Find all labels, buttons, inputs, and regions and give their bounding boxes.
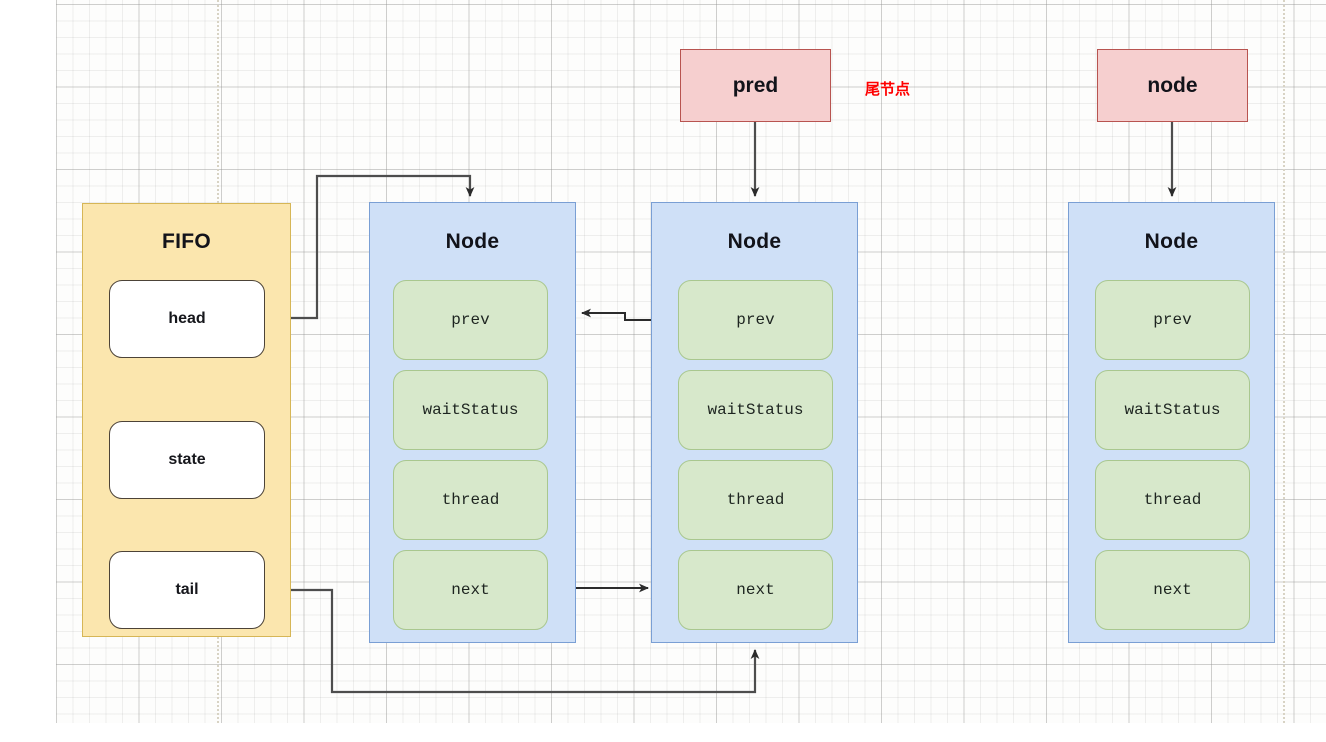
fifo-field-head[interactable]: head <box>109 280 265 358</box>
node-3-field-prev[interactable]: prev <box>1095 280 1250 360</box>
node-1-field-prev-label: prev <box>451 311 490 329</box>
node-2-field-prev-label: prev <box>736 311 775 329</box>
node-1-field-thread-label: thread <box>441 491 500 509</box>
node-1-field-next-label: next <box>451 581 490 599</box>
fifo-title: FIFO <box>161 230 212 253</box>
ref-box-node[interactable]: node <box>1097 49 1248 122</box>
node-2-field-next[interactable]: next <box>678 550 833 630</box>
node-3-field-prev-label: prev <box>1153 311 1192 329</box>
node-1-field-prev[interactable]: prev <box>393 280 548 360</box>
fifo-field-tail-label: tail <box>175 581 199 598</box>
node-1-field-waitstatus[interactable]: waitStatus <box>393 370 548 450</box>
node-1-field-next[interactable]: next <box>393 550 548 630</box>
node-2-field-thread[interactable]: thread <box>678 460 833 540</box>
fifo-field-state-label: state <box>168 451 206 468</box>
node-3-title: Node <box>1144 230 1199 253</box>
node-3-field-thread[interactable]: thread <box>1095 460 1250 540</box>
node-2-field-waitstatus[interactable]: waitStatus <box>678 370 833 450</box>
ref-box-node-label: node <box>1147 73 1198 97</box>
annotation-tail-node: 尾节点 <box>865 81 911 98</box>
node-1-field-waitstatus-label: waitStatus <box>422 401 519 419</box>
page-divider-right <box>1283 0 1285 723</box>
node-2-field-prev[interactable]: prev <box>678 280 833 360</box>
node-2-field-waitstatus-label: waitStatus <box>707 401 804 419</box>
node-2-field-next-label: next <box>736 581 775 599</box>
node-3-field-next-label: next <box>1153 581 1192 599</box>
ref-box-pred[interactable]: pred <box>680 49 831 122</box>
node-2-field-thread-label: thread <box>726 491 785 509</box>
node-2-title: Node <box>727 230 782 253</box>
ref-box-pred-label: pred <box>732 73 779 97</box>
node-3-field-next[interactable]: next <box>1095 550 1250 630</box>
fifo-field-state[interactable]: state <box>109 421 265 499</box>
fifo-field-tail[interactable]: tail <box>109 551 265 629</box>
fifo-field-head-label: head <box>168 310 206 327</box>
node-3-field-thread-label: thread <box>1143 491 1202 509</box>
node-1-field-thread[interactable]: thread <box>393 460 548 540</box>
node-3-field-waitstatus[interactable]: waitStatus <box>1095 370 1250 450</box>
node-3-field-waitstatus-label: waitStatus <box>1124 401 1221 419</box>
node-1-title: Node <box>445 230 500 253</box>
